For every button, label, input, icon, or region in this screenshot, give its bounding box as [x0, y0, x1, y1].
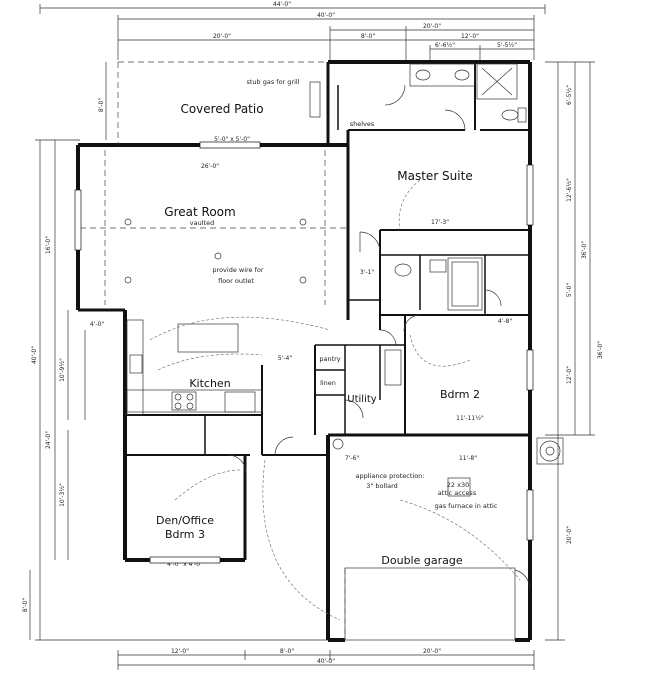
note-stub-gas: stub gas for grill: [246, 78, 299, 86]
right-dimension-lines: [545, 61, 595, 641]
top-dimension-lines: [39, 4, 546, 60]
dim-left-40: 40'-0": [31, 346, 38, 364]
note-shelves: shelves: [350, 120, 375, 128]
dim-win-4: 4'-0" x 4'-0": [167, 561, 203, 568]
dim-left-24: 24'-0": [45, 431, 52, 449]
dim-top-5: 5'-5½": [497, 42, 517, 49]
dim-top-overall: 44'-0": [273, 1, 291, 8]
room-great-room: Great Room: [164, 205, 235, 219]
dim-right-12: 12'-0": [566, 366, 573, 384]
dim-bottom-8: 8'-0": [280, 648, 294, 655]
note-floor-outlet-2: floor outlet: [218, 277, 254, 285]
dim-left-10b: 10'-3½": [59, 483, 66, 507]
note-attic-2: attic access: [438, 489, 477, 497]
dim-top-right: 20'-0": [423, 23, 441, 30]
dim-kit-5-4: 5'-4": [278, 355, 292, 362]
note-bollard: 3" bollard: [366, 482, 398, 490]
room-linen: linen: [320, 379, 336, 387]
dim-top-8: 8'-0": [361, 33, 375, 40]
dim-bath-4-8: 4'-8": [498, 318, 512, 325]
covered-patio-area: [117, 61, 328, 145]
dim-top-12: 12'-0": [461, 33, 479, 40]
dim-left-8: 8'-0": [22, 598, 29, 612]
dim-patio-depth: 8'-0": [98, 98, 105, 112]
bottom-dimension-lines: [117, 650, 535, 670]
dim-win-5: 5'-0" x 5'-0": [214, 136, 250, 143]
dim-right-12-6: 12'-6½": [566, 178, 573, 202]
dim-left-4: 4'-0": [90, 321, 104, 328]
note-attic-1: 22 x30: [447, 481, 469, 489]
room-covered-patio: Covered Patio: [180, 102, 263, 116]
room-kitchen: Kitchen: [189, 377, 230, 390]
dim-bottom-40: 40'-0": [317, 658, 335, 665]
dim-great-width: 26'-0": [201, 163, 219, 170]
dim-garage-width: 11'-8": [459, 455, 477, 462]
note-floor-outlet-1: provide wire for: [212, 266, 263, 274]
room-master-suite: Master Suite: [397, 169, 472, 183]
dim-right-36a: 36'-0": [581, 241, 588, 259]
bath2-fixtures: [394, 257, 502, 332]
room-den-bdrm3: Bdrm 3: [165, 528, 205, 541]
dim-gar-7-6: 7'-6": [345, 455, 359, 462]
garage-door: [344, 567, 516, 641]
kitchen-fixtures: [126, 316, 331, 416]
dim-top-patio: 20'-0": [213, 33, 231, 40]
dim-right-20: 20'-0": [566, 526, 573, 544]
left-dimension-lines: [29, 62, 330, 641]
dim-right-6-5: 6'-5½": [566, 85, 573, 105]
room-den-office: Den/Office: [156, 514, 214, 527]
dim-right-36b: 36'-0": [597, 341, 604, 359]
dim-left-16: 16'-0": [45, 236, 52, 254]
room-bdrm2: Bdrm 2: [440, 388, 480, 401]
room-garage: Double garage: [381, 554, 462, 567]
dim-right-5: 5'-0": [566, 283, 573, 297]
dim-bath-3-1: 3'-1": [360, 269, 374, 276]
dim-bottom-12: 12'-0": [171, 648, 189, 655]
room-great-room-sub: vaulted: [190, 219, 214, 227]
windows: [74, 141, 534, 564]
dim-top-second: 40'-0": [317, 12, 335, 19]
note-appliance-protection: appliance protection:: [356, 472, 425, 480]
interior-walls: [125, 62, 530, 456]
note-furnace: gas furnace in attic: [435, 502, 498, 510]
dim-master-width: 17'-3": [431, 219, 449, 226]
ac-unit-icon: [536, 437, 564, 465]
dim-bottom-20: 20'-0": [423, 648, 441, 655]
dim-top-6: 6'-6½": [435, 42, 455, 49]
room-pantry: pantry: [319, 355, 340, 363]
master-bath-fixtures: [384, 63, 527, 131]
dim-left-10a: 10'-9½": [59, 358, 66, 382]
room-utility: Utility: [347, 394, 376, 405]
dim-bdrm2-width: 11'-11½": [456, 415, 484, 422]
